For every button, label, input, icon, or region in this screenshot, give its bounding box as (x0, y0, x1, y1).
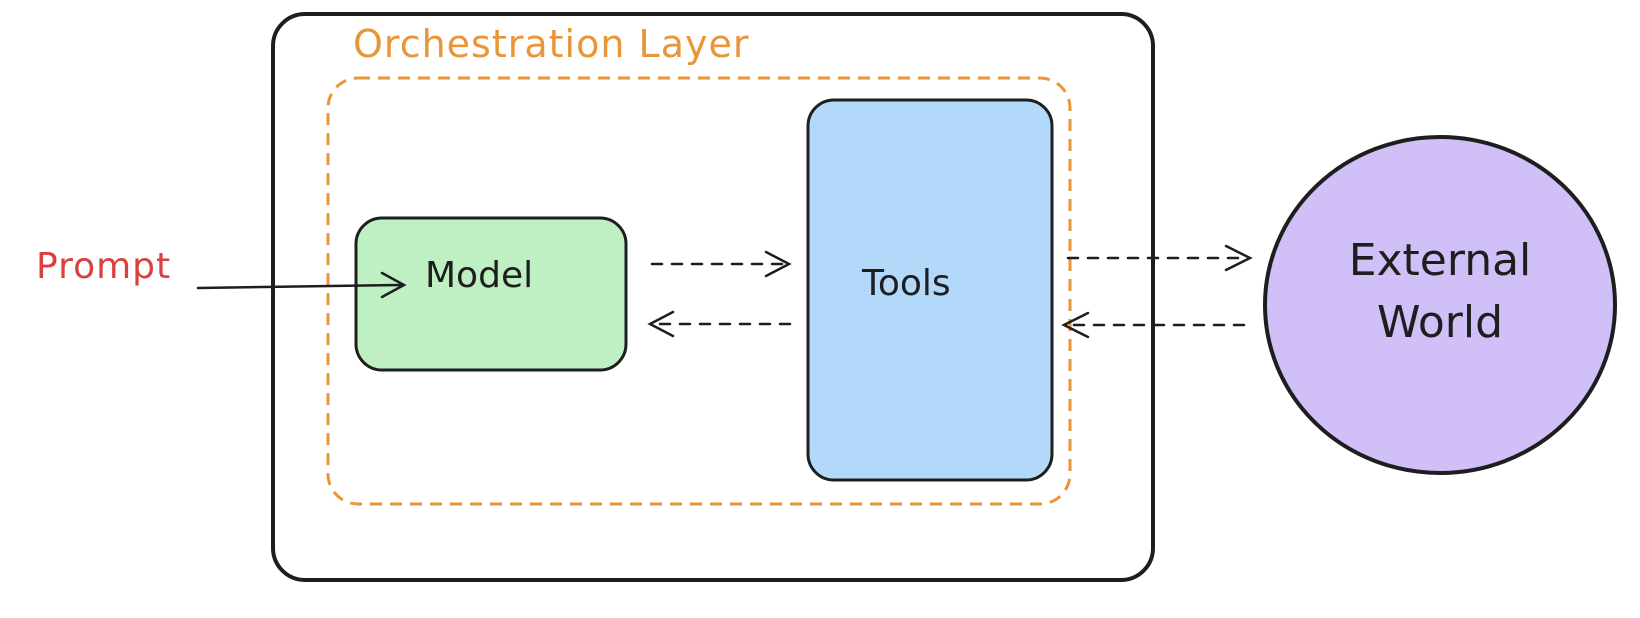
outer-frame (271, 12, 1155, 582)
model-box (354, 216, 628, 372)
prompt-label: Prompt (36, 246, 172, 287)
external-world-line1: External (1348, 235, 1532, 286)
model-label: Model (425, 255, 534, 296)
tools-box (806, 98, 1054, 482)
external-world-circle (1263, 135, 1617, 475)
external-world-line2: World (1376, 297, 1504, 348)
prompt-to-model-arrow (196, 271, 407, 299)
orchestration-layer-label: Orchestration Layer (353, 22, 750, 66)
tools-to-external-arrow (1066, 244, 1253, 272)
tools-to-model-arrow (647, 310, 792, 338)
model-to-tools-arrow (650, 250, 792, 278)
orchestration-layer-box (326, 76, 1072, 506)
external-world-label: External World (1300, 230, 1580, 354)
tools-label: Tools (862, 263, 951, 304)
external-to-tools-arrow (1061, 311, 1246, 339)
